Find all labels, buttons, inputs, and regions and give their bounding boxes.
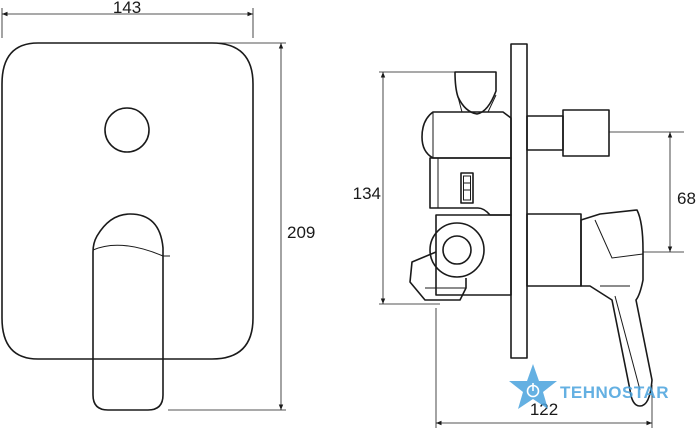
- cartridge-foot: [409, 251, 467, 301]
- pipe-stub: [526, 115, 564, 151]
- valve-body-upper: [421, 111, 512, 159]
- side-view: 134 68 122: [353, 43, 696, 428]
- cartridge-ring-outer: [429, 222, 485, 278]
- front-height-label: 209: [287, 223, 315, 242]
- diverter-knob: [104, 107, 150, 153]
- front-plate: [1, 42, 254, 360]
- front-lever-edge: [92, 244, 164, 257]
- cartridge-base: [435, 214, 512, 296]
- pipe-connector: [562, 109, 610, 157]
- handle-escutcheon: [526, 213, 582, 287]
- cartridge-ring-inner: [442, 235, 472, 265]
- outlet-label: 68: [677, 189, 696, 208]
- top-cap: [454, 71, 497, 115]
- side-height-label: 134: [353, 184, 381, 203]
- depth-label: 122: [530, 400, 558, 419]
- front-lever: [92, 213, 164, 411]
- side-lever: [580, 209, 653, 407]
- indicator-slot: [460, 172, 474, 204]
- brand-name: TEHNOSTAR: [560, 383, 669, 402]
- side-lever-seam: [614, 295, 641, 391]
- front-width-label: 143: [113, 0, 141, 17]
- brand-watermark: TEHNOSTAR: [509, 364, 669, 409]
- front-view: 143 209: [1, 0, 315, 411]
- side-lever-edge: [594, 219, 644, 259]
- indicator-slot-inner: [463, 175, 471, 201]
- wall-plate: [510, 43, 528, 359]
